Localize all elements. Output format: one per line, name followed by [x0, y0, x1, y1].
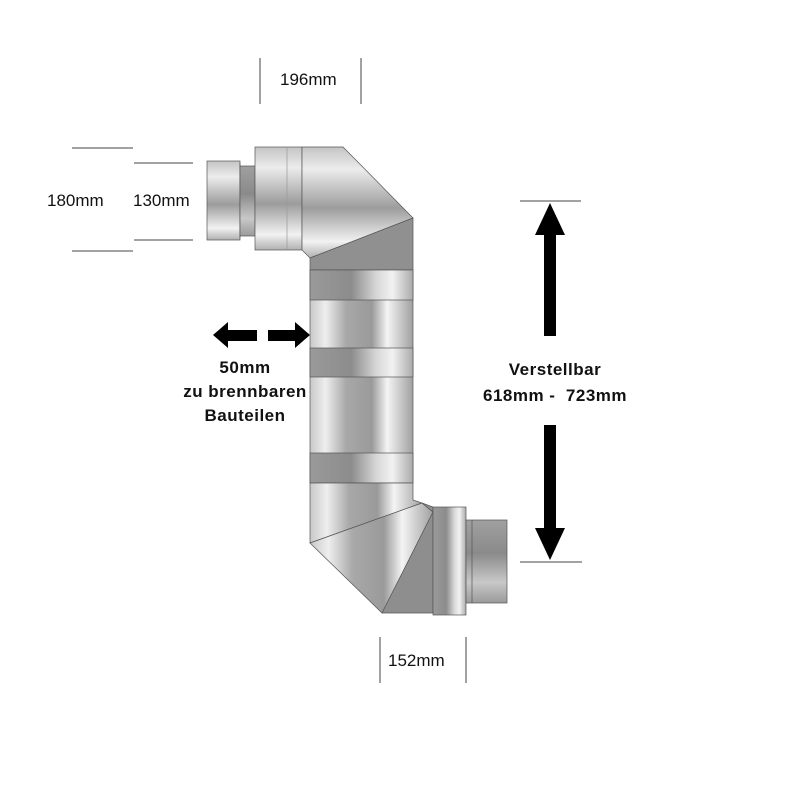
clearance-note: 50mm zu brennbaren Bauteilen — [145, 356, 345, 428]
arrow-right-icon — [268, 322, 310, 348]
vertical-section — [309, 269, 414, 484]
bottom-elbow — [309, 482, 508, 616]
dimension-bottom-width: 152mm — [388, 651, 445, 670]
dimension-top-width: 196mm — [280, 70, 337, 89]
adjustable-label: Verstellbar — [508, 360, 602, 379]
dimension-inner-diameter: 130mm — [133, 191, 190, 210]
arrow-down-icon — [535, 425, 565, 560]
band — [309, 269, 414, 301]
arrow-left-icon — [213, 322, 257, 348]
dimension-outer-diameter: 180mm — [47, 191, 104, 210]
top-collar — [254, 146, 303, 251]
clearance-line-1: 50mm — [219, 358, 271, 377]
band — [309, 452, 414, 484]
top-connector-pipe — [206, 160, 241, 241]
clearance-line-3: Bauteilen — [204, 406, 286, 425]
adjustable-note: Verstellbar 618mm - 723mm — [455, 357, 655, 409]
adjustable-arrows — [535, 203, 565, 560]
bottom-connector-pipe — [465, 519, 508, 604]
adjustable-range: 618mm - 723mm — [482, 386, 628, 405]
bottom-collar — [432, 506, 467, 616]
arrow-up-icon — [535, 203, 565, 336]
clearance-line-2: zu brennbaren — [183, 382, 307, 401]
top-elbow — [206, 146, 414, 271]
band — [309, 347, 414, 378]
dimension-lines — [72, 58, 582, 683]
clearance-arrows — [213, 322, 310, 348]
